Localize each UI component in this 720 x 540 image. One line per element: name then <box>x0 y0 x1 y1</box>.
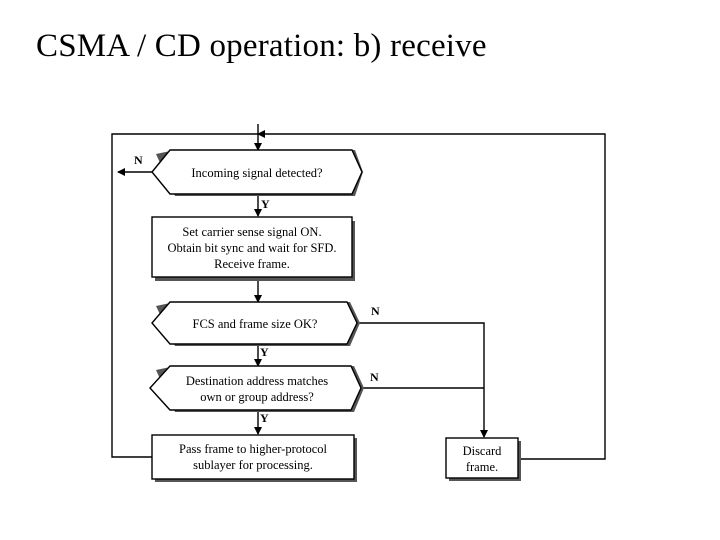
branch-labels: N Y N Y N Y <box>134 153 380 425</box>
process-pass-line2: sublayer for processing. <box>193 458 313 472</box>
slide-title: CSMA / CD operation: b) receive <box>36 28 487 64</box>
process-discard-line1: Discard <box>463 444 503 458</box>
process-receive-line2: Obtain bit sync and wait for SFD. <box>167 241 336 255</box>
incoming-yes-label: Y <box>261 197 270 211</box>
fcs-yes-label: Y <box>260 345 269 359</box>
process-receive-frame: Set carrier sense signal ON. Obtain bit … <box>151 216 353 278</box>
connectors <box>111 124 606 460</box>
decision-destination: Destination address matches own or group… <box>149 365 362 411</box>
decision-destination-line2: own or group address? <box>200 390 314 404</box>
decision-fcs-label: FCS and frame size OK? <box>193 317 318 331</box>
fcs-no-label: N <box>371 304 380 318</box>
decision-fcs: FCS and frame size OK? <box>151 301 358 345</box>
decision-incoming-signal: Incoming signal detected? <box>151 149 363 195</box>
process-discard-frame: Discard frame. <box>445 437 519 479</box>
decision-destination-line1: Destination address matches <box>186 374 328 388</box>
process-pass-frame: Pass frame to higher-protocol sublayer f… <box>151 434 355 480</box>
decision-incoming-label: Incoming signal detected? <box>191 166 323 180</box>
destination-no-label: N <box>370 370 379 384</box>
process-receive-line1: Set carrier sense signal ON. <box>182 225 321 239</box>
loop-return-line <box>257 130 606 460</box>
process-discard-line2: frame. <box>466 460 498 474</box>
process-receive-line3: Receive frame. <box>214 257 290 271</box>
destination-yes-label: Y <box>260 411 269 425</box>
loop-left-line <box>111 133 258 458</box>
fcs-no-line <box>357 322 488 438</box>
process-pass-line1: Pass frame to higher-protocol <box>179 442 328 456</box>
incoming-no-label: N <box>134 153 143 167</box>
